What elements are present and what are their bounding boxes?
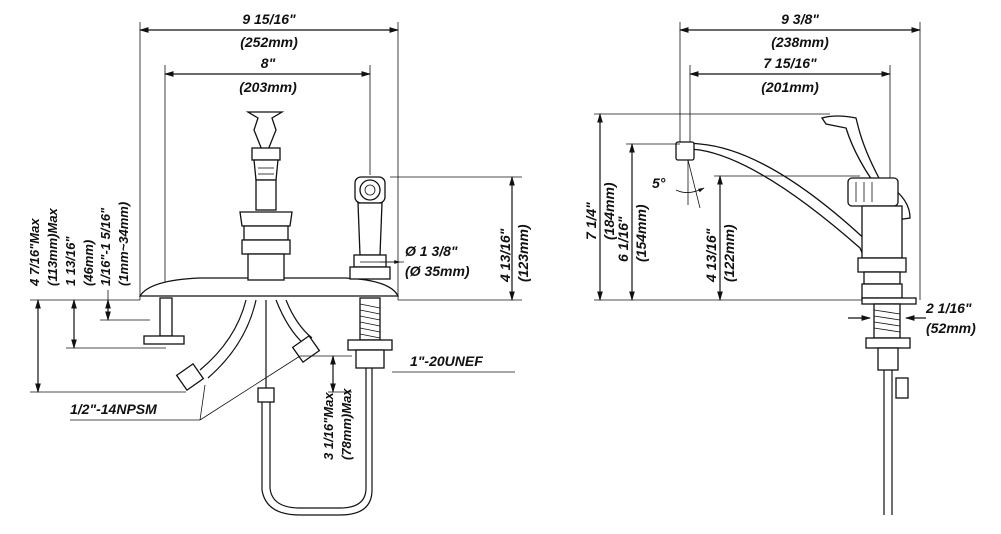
aerator-height-metric: (122mm)	[721, 224, 737, 282]
below-deck-parts	[143, 297, 393, 516]
aerator-height-imperial: 4 13/16"	[703, 228, 719, 283]
overall-reach-metric: (238mm)	[771, 34, 829, 50]
side-sprayer	[349, 176, 391, 280]
overall-reach-imperial: 9 3/8"	[781, 11, 819, 27]
overall-height-imperial: 7 1/4"	[583, 202, 599, 240]
max-below-deck-metric: (113mm)Max	[45, 207, 60, 286]
sprayer-diameter-imperial: Ø 1 3/8"	[405, 243, 458, 259]
spout-reach-metric: (201mm)	[761, 79, 819, 95]
front-view: 9 15/16" (252mm) 8" (203mm)	[27, 11, 531, 516]
shank-length-metric: (46mm)	[81, 240, 96, 286]
overall-width-metric: (252mm)	[240, 34, 298, 50]
spout-height-imperial: 6 1/16"	[615, 216, 631, 262]
max-below-deck-imperial: 4 7/16"Max	[27, 218, 42, 287]
hose-drop-imperial: 3 1/16"Max	[321, 392, 336, 460]
spout-height-metric: (154mm)	[633, 204, 649, 262]
hose-drop-metric: (78mm)Max	[339, 388, 354, 460]
overall-height-metric: (184mm)	[601, 182, 617, 240]
spout-reach-imperial: 7 15/16"	[763, 55, 817, 71]
sprayer-height-imperial: 4 13/16"	[497, 228, 513, 283]
sprayer-height-metric: (123mm)	[515, 224, 531, 282]
side-view: 9 3/8" (238mm) 7 15/16" (201mm)	[583, 11, 976, 515]
overall-width-imperial: 9 15/16"	[242, 11, 296, 27]
tilt-angle-label: 5°	[652, 175, 666, 191]
faucet-body	[239, 111, 293, 281]
hose-thread-label: 1"-20UNEF	[410, 353, 483, 369]
shank-length-imperial: 1 13/16"	[63, 236, 78, 286]
supply-thread-label: 1/2"-14NPSM	[70, 401, 157, 417]
base-width-imperial: 2 1/16"	[925, 300, 972, 316]
base-width-metric: (52mm)	[926, 320, 976, 336]
center-spread-metric: (203mm)	[239, 79, 297, 95]
deck-plate	[138, 277, 400, 297]
sprayer-diameter-metric: (Ø 35mm)	[405, 263, 470, 279]
deck-thickness-metric: (1mm~34mm)	[116, 202, 131, 286]
center-spread-imperial: 8"	[261, 55, 276, 71]
deck-thickness-imperial: 1/16"-1 5/16"	[98, 207, 113, 286]
side-faucet-body	[847, 177, 917, 515]
